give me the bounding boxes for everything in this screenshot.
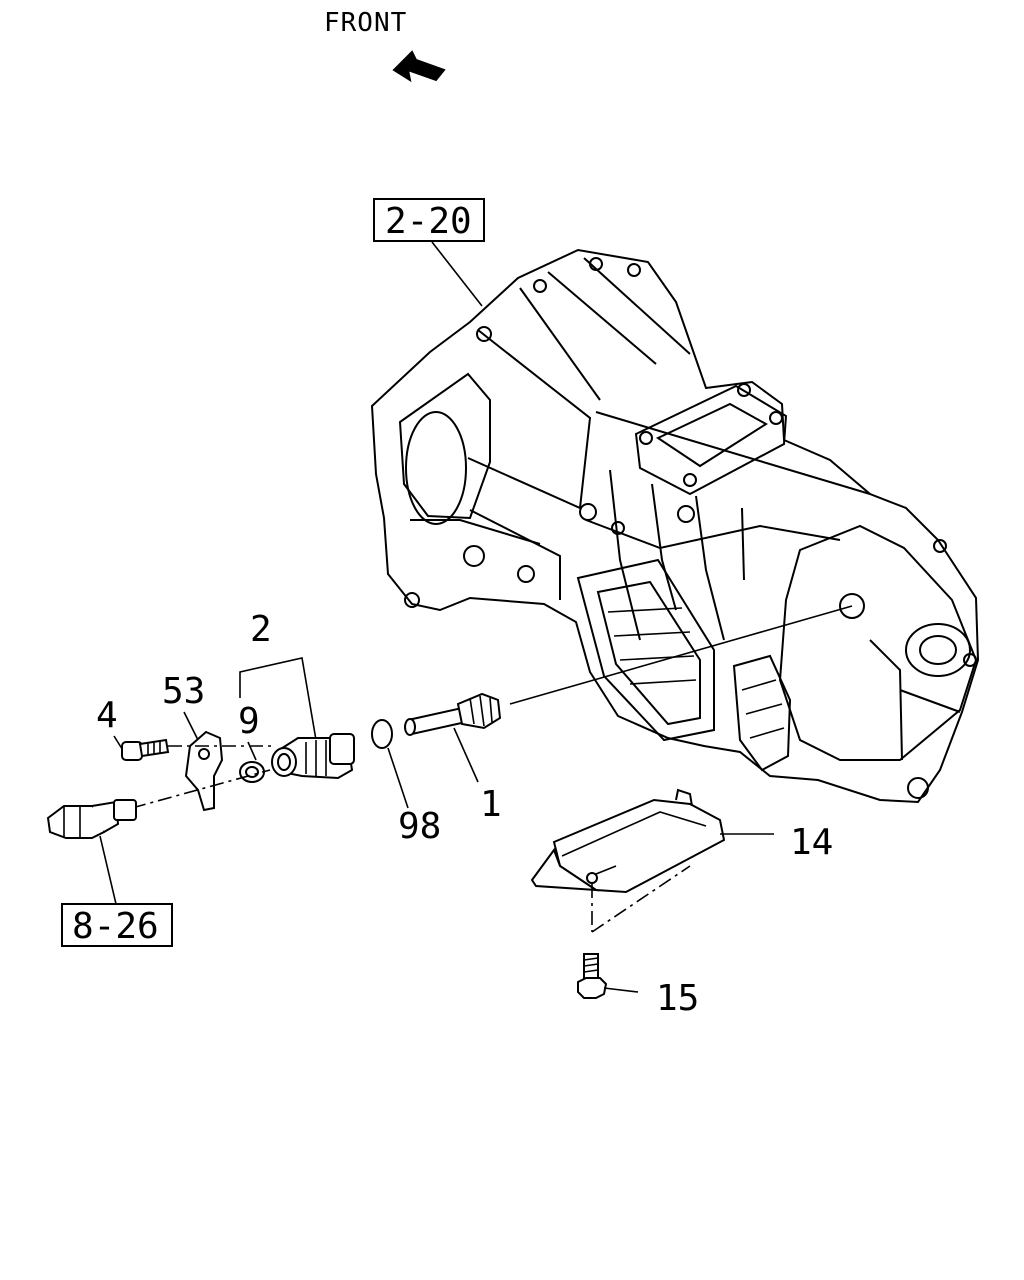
alignment-line-lower bbox=[131, 769, 271, 809]
front-arrow-icon bbox=[392, 50, 446, 83]
driven-gear-shaft[interactable] bbox=[404, 692, 502, 736]
callout-9[interactable]: 9 bbox=[238, 701, 260, 742]
retaining-bracket[interactable] bbox=[184, 730, 224, 812]
cover-bolt-alignment-diagonal bbox=[591, 865, 691, 933]
callout-2[interactable]: 2 bbox=[250, 609, 272, 650]
assembly-bracket-line bbox=[239, 657, 317, 741]
callout-14[interactable]: 14 bbox=[790, 822, 833, 863]
speedometer-sensor-housing[interactable] bbox=[271, 733, 355, 780]
callout-15[interactable]: 15 bbox=[656, 978, 699, 1019]
callout-1[interactable]: 1 bbox=[480, 784, 502, 825]
mounting-bolt[interactable] bbox=[121, 738, 170, 761]
speedometer-assembly-group: 2 bbox=[239, 609, 317, 741]
o-ring-leader-line bbox=[387, 747, 409, 809]
sensor-ref-label: 8-26 bbox=[72, 906, 159, 947]
front-label: FRONT bbox=[324, 8, 407, 38]
transmission-leader-line bbox=[431, 241, 483, 307]
cover-bolt-leader-line bbox=[603, 987, 639, 993]
seal-ring[interactable] bbox=[239, 761, 265, 783]
sensor-ref-box[interactable]: 8-26 bbox=[61, 903, 173, 947]
gear-install-leader bbox=[509, 605, 853, 705]
cover-bolt[interactable] bbox=[577, 953, 608, 999]
transmission-ref-label: 2-20 bbox=[385, 201, 472, 242]
transmission-assembly[interactable] bbox=[370, 248, 980, 804]
callout-98[interactable]: 98 bbox=[398, 806, 441, 847]
callout-4[interactable]: 4 bbox=[96, 695, 118, 736]
callout-53[interactable]: 53 bbox=[162, 671, 205, 712]
gear-leader-line bbox=[453, 727, 479, 783]
bracket-leader-line bbox=[183, 711, 199, 741]
sensor-leader-line bbox=[99, 835, 117, 905]
seal-leader-line bbox=[247, 741, 257, 761]
speed-sensor[interactable] bbox=[46, 799, 137, 839]
o-ring[interactable] bbox=[371, 719, 393, 749]
transmission-ref-box[interactable]: 2-20 bbox=[373, 198, 485, 242]
inspection-cover[interactable] bbox=[530, 788, 726, 894]
